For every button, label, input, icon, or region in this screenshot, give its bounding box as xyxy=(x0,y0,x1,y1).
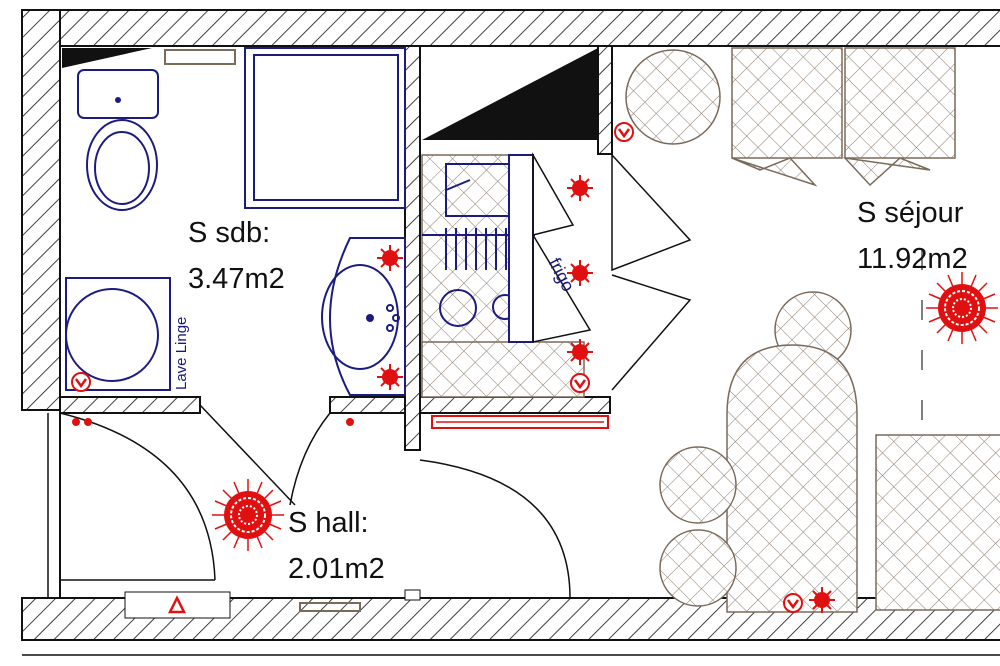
shaft-kitchen xyxy=(422,48,598,140)
socket-icon xyxy=(70,371,92,393)
room-sdb-area: 3.47m2 xyxy=(188,263,285,295)
room-hall-area: 2.01m2 xyxy=(288,553,385,585)
washing-machine-label: Lave Linge xyxy=(173,317,190,390)
room-sejour-area: 11.92m2 xyxy=(857,243,968,275)
electrical xyxy=(70,121,999,614)
toilet xyxy=(77,69,159,211)
washing-machine: Lave Linge xyxy=(65,277,190,391)
socket-icon xyxy=(613,121,635,143)
light-icon xyxy=(376,363,404,391)
room-hall-name: S hall: xyxy=(288,507,369,539)
ceiling-light-icon xyxy=(925,271,999,345)
living-furniture xyxy=(625,47,1000,613)
socket-icon xyxy=(569,372,591,394)
room-sejour-name: S séjour xyxy=(857,197,964,229)
room-sdb-name: S sdb: xyxy=(188,217,270,249)
washbasin xyxy=(321,237,406,396)
light-icon xyxy=(566,174,594,202)
light-icon xyxy=(376,244,404,272)
kitchen: frigo xyxy=(421,152,609,429)
walls xyxy=(21,9,1000,656)
doors xyxy=(59,153,692,619)
shaft-sdb xyxy=(62,48,152,68)
shower xyxy=(164,47,406,209)
socket-icon xyxy=(782,592,804,614)
ceiling-light-icon xyxy=(211,478,285,552)
